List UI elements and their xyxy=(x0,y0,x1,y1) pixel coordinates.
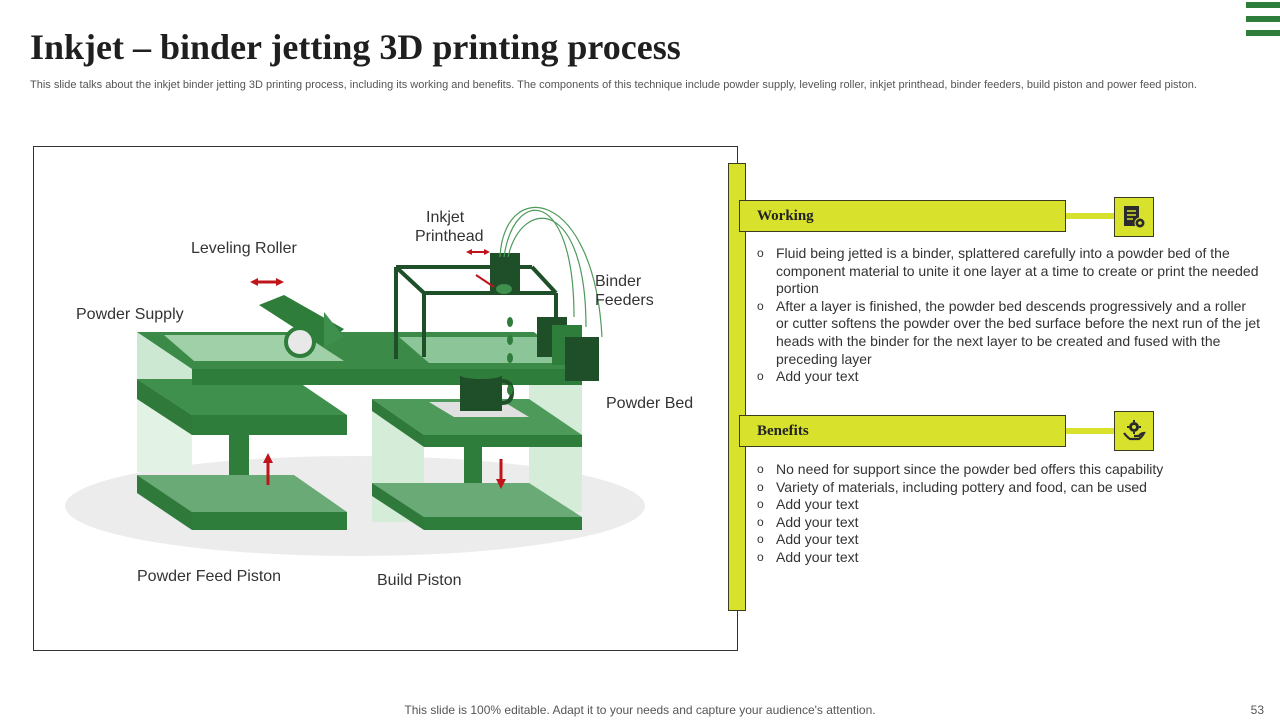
label-binder-feeders-1: Binder xyxy=(595,273,642,290)
label-powder-feed-piston: Powder Feed Piston xyxy=(137,568,282,585)
working-bullets: Fluid being jetted is a binder, splatter… xyxy=(757,245,1262,386)
label-inkjet-printhead-2: Printhead xyxy=(415,228,484,245)
page-title: Inkjet – binder jetting 3D printing proc… xyxy=(30,27,681,67)
binder-hoses xyxy=(499,206,603,338)
benefits-connector xyxy=(1066,428,1116,434)
working-bullet: Add your text xyxy=(757,368,1262,386)
benefits-bullet: Add your text xyxy=(757,531,1262,549)
accent-vertical-bar xyxy=(728,163,746,611)
working-bullet: After a layer is finished, the powder be… xyxy=(757,298,1262,368)
build-piston-rod xyxy=(464,447,482,489)
hand-gear-icon xyxy=(1114,411,1154,451)
binder-droplets xyxy=(507,317,513,395)
benefits-bullet: Add your text xyxy=(757,514,1262,532)
page-number: 53 xyxy=(1250,703,1264,717)
printer-illustration xyxy=(65,206,645,556)
benefits-bullet: Variety of materials, including pottery … xyxy=(757,479,1262,497)
binder-feeder-2 xyxy=(565,337,599,381)
label-leveling-roller: Leveling Roller xyxy=(191,240,297,257)
supply-upper-plate xyxy=(137,379,347,415)
working-header: Working xyxy=(739,200,1066,232)
benefits-header: Benefits xyxy=(739,415,1066,447)
printed-mug xyxy=(460,375,502,411)
footer-note: This slide is 100% editable. Adapt it to… xyxy=(404,703,876,717)
build-bottom-plate xyxy=(372,483,582,517)
process-diagram: Inkjet Printhead Leveling Roller Binder … xyxy=(33,146,738,651)
label-powder-supply: Powder Supply xyxy=(76,306,184,323)
label-build-piston: Build Piston xyxy=(377,572,462,589)
supply-bottom-plate xyxy=(137,475,347,512)
benefits-bullet: Add your text xyxy=(757,496,1262,514)
working-bullet: Fluid being jetted is a binder, splatter… xyxy=(757,245,1262,298)
working-connector xyxy=(1066,213,1116,219)
benefits-bullet: No need for support since the powder bed… xyxy=(757,461,1262,479)
benefits-bullet: Add your text xyxy=(757,549,1262,567)
document-gear-icon xyxy=(1114,197,1154,237)
label-binder-feeders-2: Feeders xyxy=(595,292,654,309)
corner-logo-mark xyxy=(1246,2,1280,38)
label-powder-bed: Powder Bed xyxy=(606,395,694,412)
label-inkjet-printhead-1: Inkjet xyxy=(426,209,465,226)
leveling-roller xyxy=(259,295,344,347)
page-subtitle: This slide talks about the inkjet binder… xyxy=(30,79,1197,91)
benefits-bullets: No need for support since the powder bed… xyxy=(757,461,1262,567)
